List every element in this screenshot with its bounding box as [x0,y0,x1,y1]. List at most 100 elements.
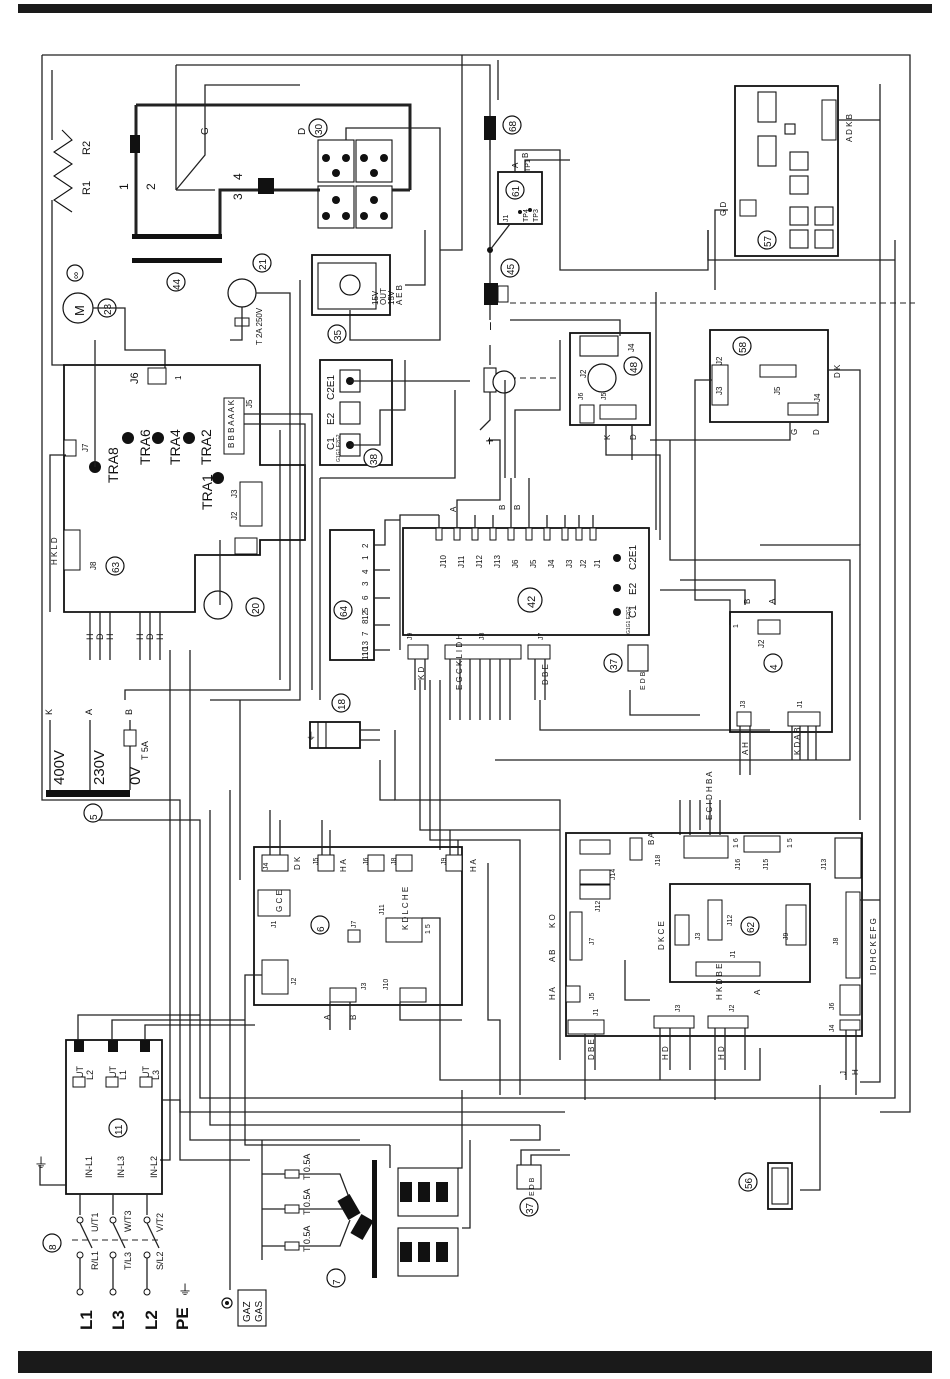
svg-text:J6: J6 [129,372,141,384]
svg-text:H K L D: H K L D [50,537,59,565]
svg-text:K O: K O [548,914,557,928]
svg-text:L1: L1 [118,1070,128,1080]
svg-text:⏚: ⏚ [306,731,316,743]
svg-text:E D B: E D B [640,671,647,690]
svg-text:J13: J13 [821,859,828,870]
svg-text:R/L1: R/L1 [90,1251,100,1270]
module-61: 61 TP4 TP3 J1 TP1 A B [489,149,709,271]
svg-text:J5: J5 [601,393,608,401]
svg-text:J10: J10 [439,555,448,568]
svg-text:230V: 230V [91,750,108,785]
svg-text:B B B A A A K: B B B A A A K [227,399,236,448]
svg-text:48: 48 [629,361,640,373]
module64-pins: 2 1 4 3 6 5 8 7 12 13 10 11 [361,543,370,660]
svg-text:IN-L3: IN-L3 [116,1156,126,1178]
svg-text:L2: L2 [142,1310,161,1330]
svg-text:B: B [521,153,530,158]
svg-text:OUT: OUT [141,1066,151,1086]
svg-text:10: 10 [361,647,370,656]
svg-text:B: B [498,505,507,510]
svg-text:4: 4 [231,173,245,180]
rectifier-30: 30 [308,118,441,341]
svg-text:G C E: G C E [275,890,284,912]
module-62: 62 J12 J3 J9 J1 D K C E H K D B E A J7 K… [548,771,880,1100]
svg-text:J1: J1 [730,951,737,959]
svg-text:45: 45 [506,263,517,275]
svg-text:T 0.5A: T 0.5A [302,1189,312,1215]
svg-text:1: 1 [174,375,183,380]
svg-text:J5: J5 [313,858,320,866]
svg-text:J3: J3 [230,489,239,498]
svg-text:C1: C1 [326,437,337,450]
svg-text:C2E1: C2E1 [628,545,639,570]
svg-text:K: K [44,709,54,715]
svg-text:K: K [603,434,612,440]
svg-text:63: 63 [111,561,122,573]
svg-text:∞: ∞ [71,272,82,279]
svg-text:TRA2: TRA2 [198,429,214,465]
supply-selector-5: K A B T 5A 400V 230V 0V 5 [44,709,150,823]
svg-text:OUT: OUT [108,1066,118,1086]
svg-text:1 6: 1 6 [733,838,740,848]
svg-text:D: D [812,429,821,435]
svg-text:J6: J6 [363,858,370,866]
svg-text:J8: J8 [833,938,840,946]
module-11: OUT L2 OUT L1 OUT L3 11 IN-L1 IN-L3 IN-L… [34,1014,255,1195]
svg-text:K D: K D [417,666,426,680]
svg-text:J4: J4 [263,863,270,871]
svg-text:G: G [790,429,799,435]
board-63: J6 1 J7 TRA8 TRA6 TRA4 TRA2 TRA1 B B B A… [49,340,313,690]
svg-text:J3: J3 [565,559,574,568]
svg-text:J8: J8 [89,561,98,570]
gas-valve-18: ⏚ 18 [306,693,380,749]
svg-text:J2: J2 [230,511,239,520]
svg-text:400V: 400V [51,750,68,785]
svg-text:1: 1 [733,624,740,628]
svg-text:J13: J13 [493,555,502,568]
svg-text:G1G1 E2G2: G1G1 E2G2 [626,606,632,634]
svg-text:J3: J3 [740,701,747,709]
svg-text:T/L3: T/L3 [123,1252,133,1270]
svg-text:H A: H A [548,986,557,1000]
svg-text:J2: J2 [757,639,766,648]
svg-text:T 2A 250V: T 2A 250V [255,307,264,345]
board63-bottom-pins: H D H H D H [85,633,165,640]
svg-text:4: 4 [769,664,780,670]
svg-text:TP3: TP3 [533,209,540,222]
svg-text:E C I D H B A: E C I D H B A [705,771,714,820]
main-switch-8: U/T1 W/T3 V/T2 R/L1 T/L3 S/L2 8 [42,1194,165,1296]
svg-text:⏚: ⏚ [178,1282,192,1298]
svg-text:J9: J9 [783,933,790,941]
svg-text:J15: J15 [763,859,770,870]
svg-text:A D K B: A D K B [845,114,854,142]
svg-text:5: 5 [89,814,100,820]
svg-text:D B E: D B E [587,1039,596,1060]
svg-text:A: A [84,709,94,715]
svg-text:I D H C K E F G: I D H C K E F G [869,918,878,975]
svg-text:J8: J8 [391,858,398,866]
bus-wires [41,54,915,1290]
svg-text:1: 1 [117,183,131,190]
transformer-44: 1 2 3 4 G D 44 [117,64,491,292]
bottom-band [18,1351,932,1373]
svg-text:J4: J4 [547,559,556,568]
heater-r1-r2: R2 R1 [53,129,93,213]
svg-text:J2: J2 [291,978,298,986]
svg-text:3: 3 [361,581,370,586]
svg-text:58: 58 [738,341,749,353]
svg-text:2: 2 [361,543,370,548]
svg-text:–: – [481,322,497,330]
svg-text:A: A [753,989,762,995]
igbt-module-38: C2E1 E2 C1 G1G1 E2G2 38 [319,359,470,468]
svg-text:42: 42 [526,596,538,608]
svg-text:IN-L2: IN-L2 [149,1156,159,1178]
svg-text:G1G1 E2G2: G1G1 E2G2 [336,434,342,462]
svg-text:J12: J12 [595,901,602,912]
svg-text:12: 12 [361,611,370,620]
module-35: 15V OUT 15V A E B 35 [311,230,426,344]
svg-text:TRA1: TRA1 [199,474,215,510]
svg-text:D: D [297,128,308,135]
svg-text:E2: E2 [326,412,337,425]
svg-text:J5: J5 [773,386,782,395]
